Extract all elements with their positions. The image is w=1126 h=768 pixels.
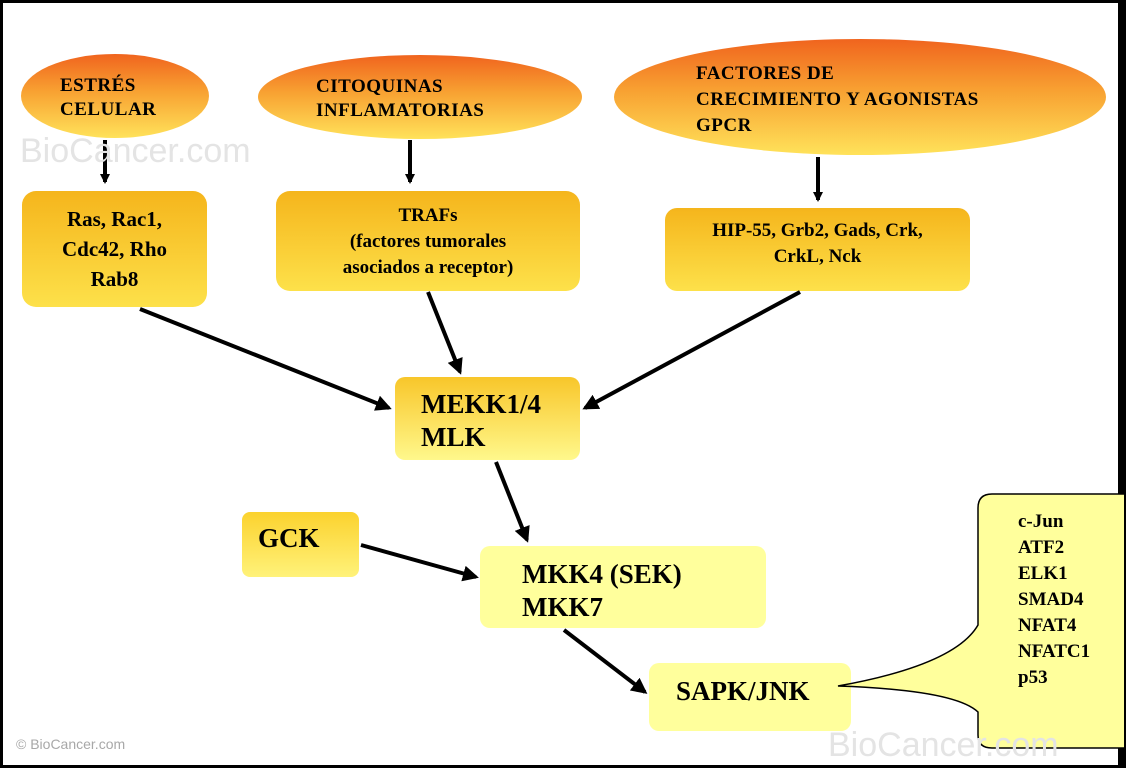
target-item: ATF2 <box>1018 537 1065 558</box>
target-item: NFATC1 <box>1018 641 1091 662</box>
target-item: NFAT4 <box>1018 615 1077 636</box>
gck-box <box>242 512 359 577</box>
sapk-label: SAPK/JNK <box>676 676 810 706</box>
target-item: ELK1 <box>1018 563 1068 584</box>
trafs-label: TRAFs (factores tumorales asociados a re… <box>342 205 514 278</box>
small-gtpases-label: Ras, Rac1, Cdc42, Rho Rab8 <box>61 207 167 291</box>
cytokines-ellipse <box>258 55 582 139</box>
growth-factors-ellipse <box>614 39 1106 155</box>
sapk-box <box>649 663 851 731</box>
growth-factors-label: FACTORES DE CRECIMIENTO Y AGONISTAS GPCR <box>696 63 979 136</box>
watermark-top: BioCancer.com <box>20 132 251 170</box>
cytokines-label: CITOQUINAS INFLAMATORIAS <box>316 76 485 121</box>
copyright-text: © BioCancer.com <box>16 736 126 752</box>
mekk-box <box>395 377 580 460</box>
target-item: c-Jun <box>1018 511 1064 532</box>
mkk-label: MKK4 (SEK) MKK7 <box>522 559 682 622</box>
arrow-hip55-to-mekk <box>582 290 801 410</box>
mkk-box <box>480 546 766 628</box>
gck-label: GCK <box>258 523 320 553</box>
targets-callout <box>837 493 1124 749</box>
arrow-mkk-to-sapk <box>562 628 648 694</box>
stress-ellipse <box>21 54 209 138</box>
mekk-label: MEKK1/4 MLK <box>421 389 541 452</box>
arrow-gtpases-to-mekk <box>139 307 392 411</box>
watermark-bottom: BioCancer.com <box>828 726 1059 764</box>
arrow-mekk-to-mkk <box>494 461 530 543</box>
hip55-label: HIP-55, Grb2, Gads, Crk, CrkL, Nck <box>712 220 923 267</box>
trafs-box <box>276 191 580 291</box>
hip55-box <box>665 208 970 291</box>
target-item: p53 <box>1018 667 1048 688</box>
arrow-trafs-to-mekk <box>426 291 463 375</box>
frame-shadow <box>1118 3 1124 765</box>
stress-label: ESTRÉS CELULAR <box>60 75 157 120</box>
small-gtpases-box <box>22 191 207 307</box>
arrow-gck-to-mkk <box>360 543 479 582</box>
target-item: SMAD4 <box>1018 589 1084 610</box>
